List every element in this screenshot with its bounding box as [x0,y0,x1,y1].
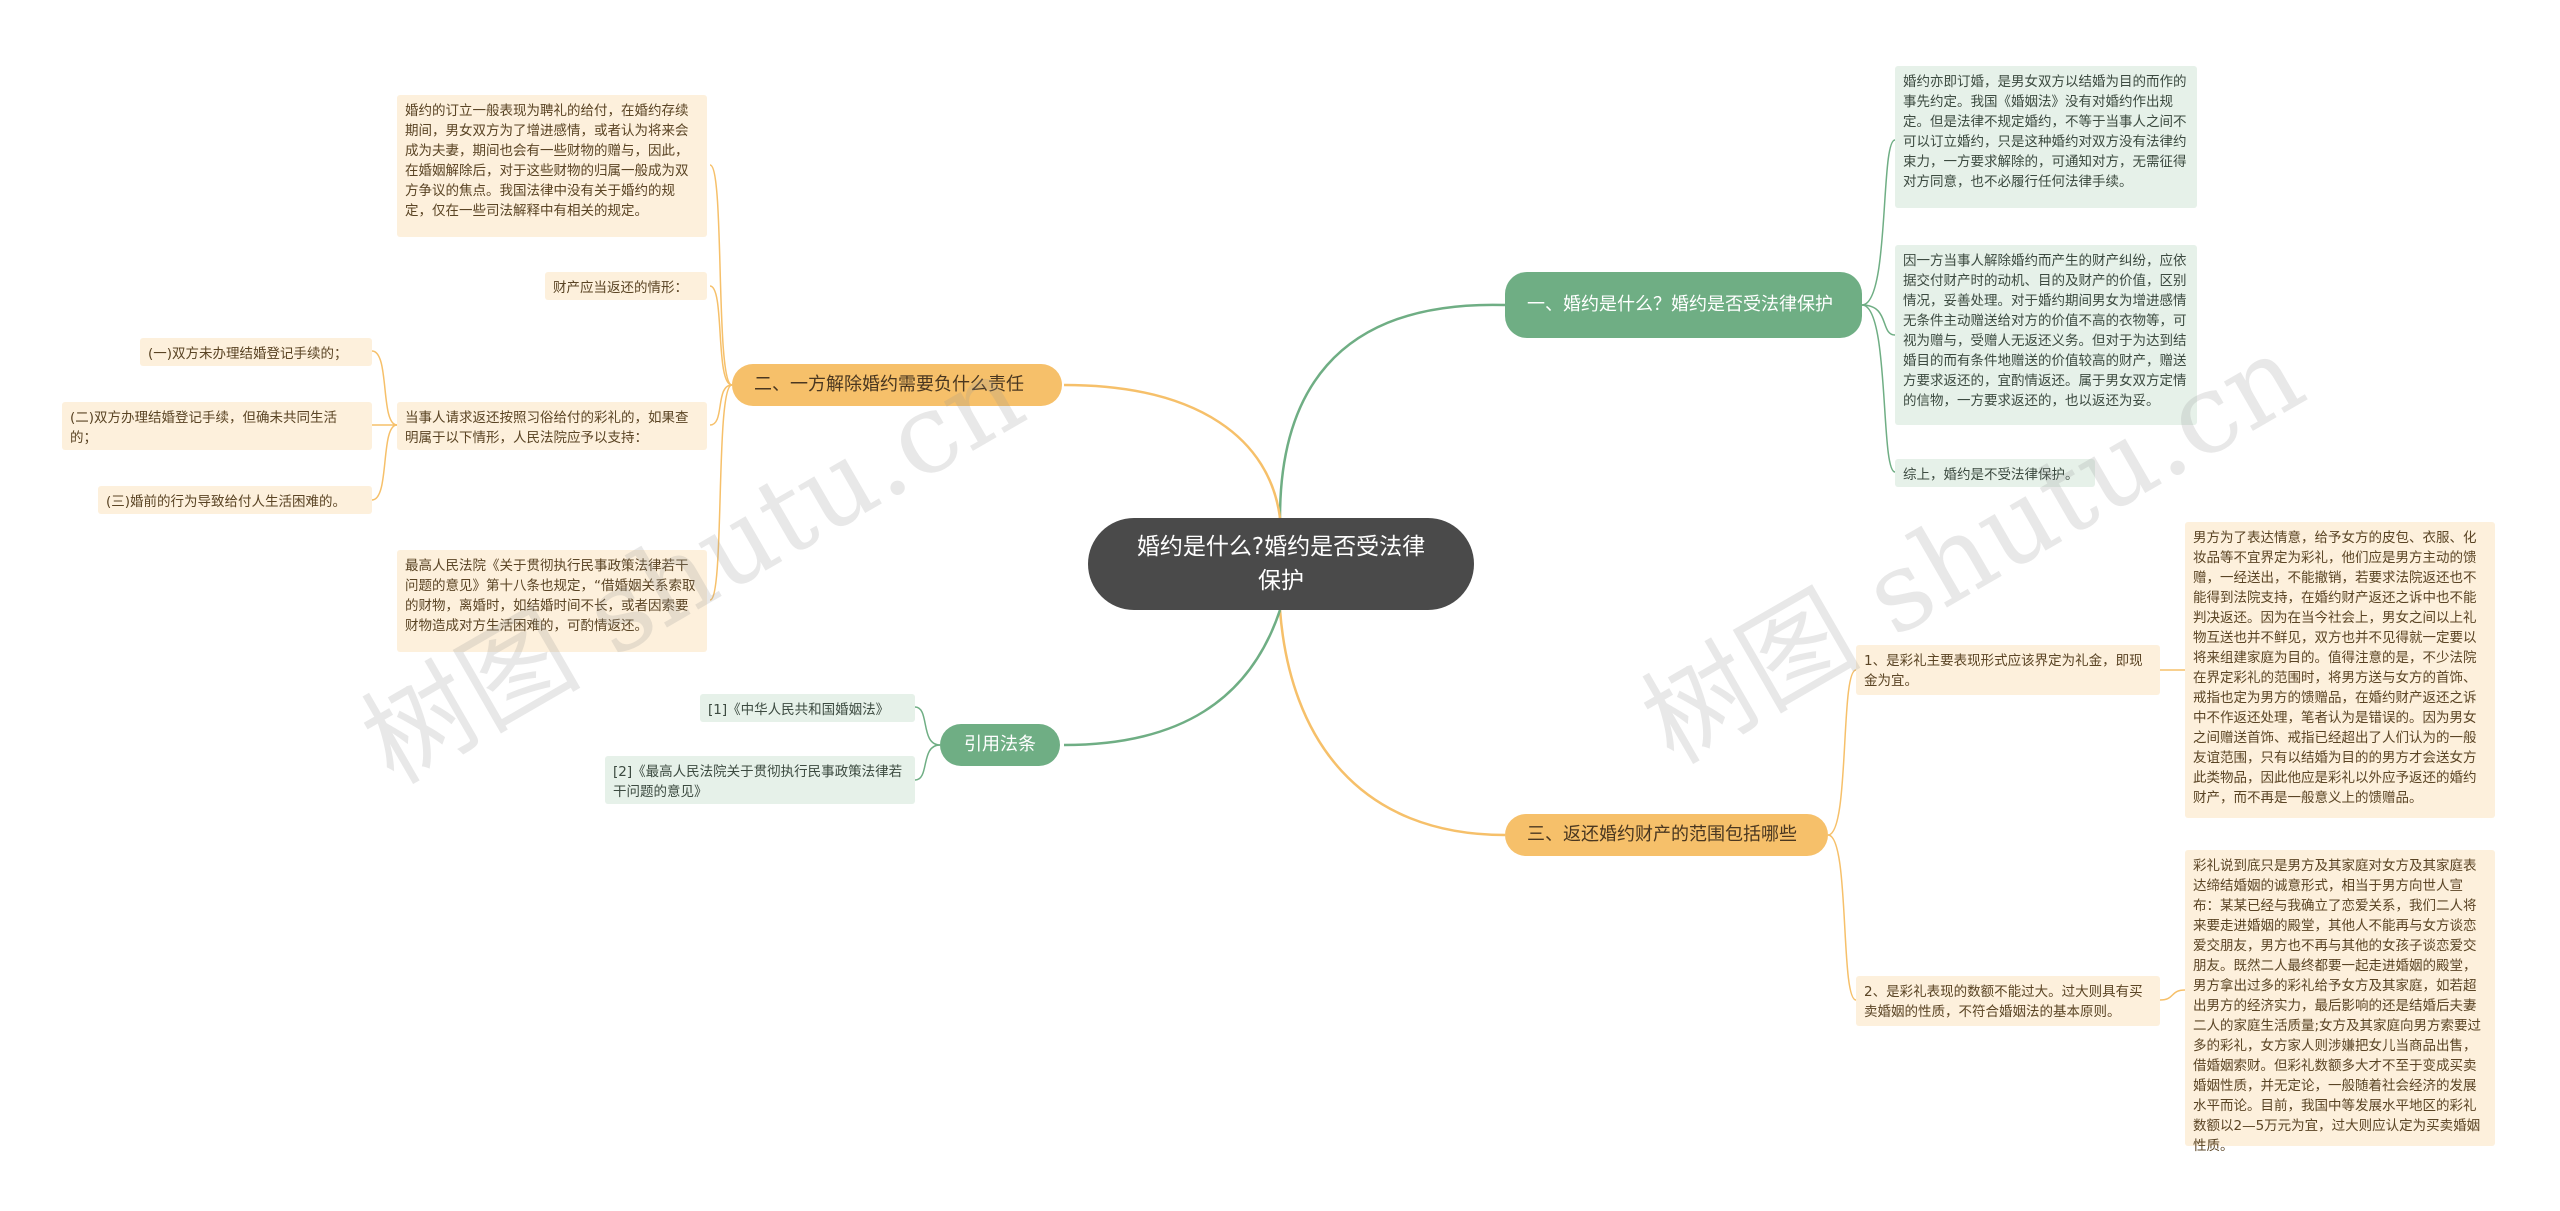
leaf-text: 最高人民法院《关于贯彻执行民事政策法律若干问题的意见》第十八条也规定，“借婚姻关… [405,558,696,634]
branch-label: 一、婚约是什么？婚约是否受法律保护 [1527,294,1833,315]
leaf-text: 男方为了表达情意，给予女方的皮包、衣服、化妆品等不宜界定为彩礼，他们应是男方主动… [2193,530,2477,806]
leaf-marriage-law[interactable]: [1]《中华人民共和国婚姻法》 [700,694,915,722]
leaf-text: 综上，婚约是不受法律保护。 [1903,467,2079,483]
leaf-amount-limit[interactable]: 2、是彩礼表现的数额不能过大。过大则具有买卖婚姻的性质，不符合婚姻法的基本原则。 [1856,976,2160,1026]
leaf-text: 1、是彩礼主要表现形式应该界定为礼金，即现金为宜。 [1864,653,2143,689]
leaf-text: (一)双方未办理结婚登记手续的； [148,346,348,362]
root-topic[interactable]: 婚约是什么?婚约是否受法律保护 [1088,518,1474,610]
leaf-return-cases[interactable]: 财产应当返还的情形： [545,272,707,300]
sub-item-no-registration[interactable]: (一)双方未办理结婚登记手续的； [140,338,372,366]
detail-gift-items[interactable]: 男方为了表达情意，给予女方的皮包、衣服、化妆品等不宜界定为彩礼，他们应是男方主动… [2185,522,2495,818]
branch-cited-laws[interactable]: 引用法条 [940,724,1060,766]
branch-what-is-engagement[interactable]: 一、婚约是什么？婚约是否受法律保护 [1505,272,1862,338]
sub-item-hardship[interactable]: (三)婚前的行为导致给付人生活困难的。 [98,486,372,514]
leaf-betrothal-gifts[interactable]: 婚约的订立一般表现为聘礼的给付，在婚约存续期间，男女双方为了增进感情，或者认为将… [397,95,707,237]
leaf-conclusion[interactable]: 综上，婚约是不受法律保护。 [1895,459,2095,487]
root-title: 婚约是什么?婚约是否受法律保护 [1136,534,1426,594]
detail-gift-amount[interactable]: 彩礼说到底只是男方及其家庭对女方及其家庭表达缔结婚姻的诚意形式，相当于男方向世人… [2185,850,2495,1154]
leaf-text: 婚约亦即订婚，是男女双方以结婚为目的而作的事先约定。我国《婚姻法》没有对婚约作出… [1903,74,2187,190]
leaf-text: (二)双方办理结婚登记手续，但确未共同生活的； [70,410,338,446]
leaf-engagement-definition[interactable]: 婚约亦即订婚，是男女双方以结婚为目的而作的事先约定。我国《婚姻法》没有对婚约作出… [1895,66,2197,208]
branch-cancel-liability[interactable]: 二、一方解除婚约需要负什么责任 [732,364,1062,406]
leaf-supreme-court-citation[interactable]: [2]《最高人民法院关于贯彻执行民事政策法律若干问题的意见》 [605,756,915,804]
leaf-text: 2、是彩礼表现的数额不能过大。过大则具有买卖婚姻的性质，不符合婚姻法的基本原则。 [1864,984,2143,1020]
branch-return-scope[interactable]: 三、返还婚约财产的范围包括哪些 [1505,814,1828,856]
sub-item-no-cohabitation[interactable]: (二)双方办理结婚登记手续，但确未共同生活的； [62,402,372,450]
leaf-court-support[interactable]: 当事人请求返还按照习俗给付的彩礼的，如果查明属于以下情形，人民法院应予以支持： [397,402,707,450]
leaf-text: 婚约的订立一般表现为聘礼的给付，在婚约存续期间，男女双方为了增进感情，或者认为将… [405,103,689,219]
leaf-text: [1]《中华人民共和国婚姻法》 [708,702,890,718]
leaf-gift-money[interactable]: 1、是彩礼主要表现形式应该界定为礼金，即现金为宜。 [1856,645,2160,695]
leaf-text: (三)婚前的行为导致给付人生活困难的。 [106,494,347,510]
leaf-supreme-court-opinion[interactable]: 最高人民法院《关于贯彻执行民事政策法律若干问题的意见》第十八条也规定，“借婚姻关… [397,550,707,652]
branch-label: 三、返还婚约财产的范围包括哪些 [1527,824,1797,845]
leaf-property-disputes[interactable]: 因一方当事人解除婚约而产生的财产纠纷，应依据交付财产时的动机、目的及财产的价值，… [1895,245,2197,425]
branch-label: 引用法条 [964,734,1036,755]
branch-label: 二、一方解除婚约需要负什么责任 [754,374,1024,395]
leaf-text: 彩礼说到底只是男方及其家庭对女方及其家庭表达缔结婚姻的诚意形式，相当于男方向世人… [2193,858,2482,1154]
leaf-text: 财产应当返还的情形： [553,280,688,296]
leaf-text: 因一方当事人解除婚约而产生的财产纠纷，应依据交付财产时的动机、目的及财产的价值，… [1903,253,2187,409]
leaf-text: 当事人请求返还按照习俗给付的彩礼的，如果查明属于以下情形，人民法院应予以支持： [405,410,689,446]
leaf-text: [2]《最高人民法院关于贯彻执行民事政策法律若干问题的意见》 [613,764,903,800]
